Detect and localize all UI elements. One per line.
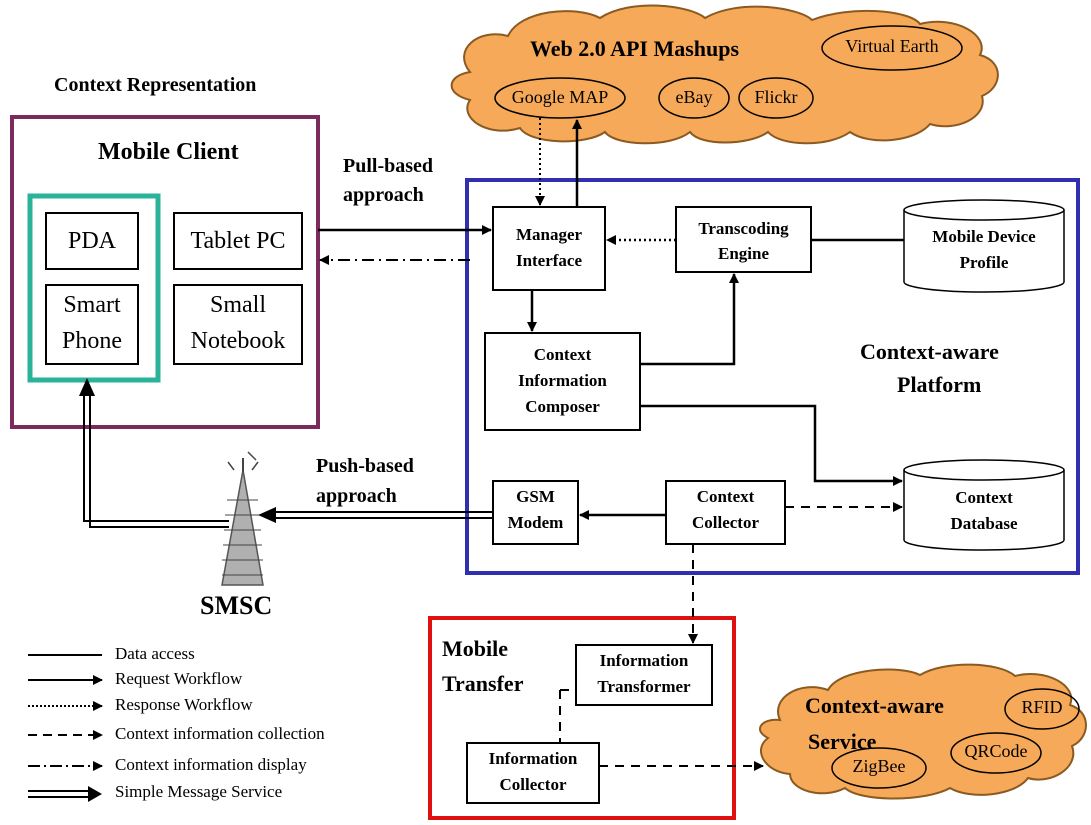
context-info-composer-box [484, 332, 641, 431]
legend-data-access: Data access [115, 644, 195, 663]
transcoding-engine-label-2: Engine [717, 244, 770, 263]
transcoding-engine-label-1: Transcoding [698, 219, 789, 238]
legend-context-display: Context information display [115, 755, 307, 774]
tablet-pc-box [173, 212, 303, 270]
mobile-device-profile-label-2: Profile [959, 253, 1009, 272]
mobile-transfer-frame [428, 616, 736, 820]
pull-based-label-2: approach [343, 184, 424, 206]
smsc-tower-icon [221, 451, 264, 586]
platform-title-2: Platform [897, 372, 982, 397]
mobile-client-title: Mobile Client [98, 139, 239, 165]
smsc-label: SMSC [200, 591, 273, 620]
virtual-earth-label: Virtual Earth [845, 36, 939, 56]
web-api-cloud [450, 4, 999, 145]
legend-lines [28, 654, 103, 802]
service-title-1: Context-aware [805, 693, 944, 718]
manager-interface-label-1: Manager [515, 225, 583, 244]
mobile-device-profile-db [903, 199, 1065, 293]
mobile-transfer-title-2: Transfer [442, 671, 524, 696]
flickr-ellipse [738, 77, 814, 119]
small-notebook-label-1: Small [209, 292, 266, 318]
legend-response-workflow: Response Workflow [115, 695, 253, 714]
ebay-label: eBay [675, 87, 713, 107]
legend-request-workflow: Request Workflow [115, 669, 243, 688]
google-map-ellipse [494, 77, 626, 119]
device-group-frame [27, 193, 161, 383]
mobile-device-profile-label-1: Mobile Device [932, 227, 1036, 246]
mobile-client-frame [10, 115, 320, 429]
smart-phone-label-1: Smart [63, 292, 121, 318]
small-notebook-box [173, 284, 303, 365]
context-database-label-2: Database [950, 514, 1018, 533]
pda-box [45, 212, 139, 270]
tablet-pc-label: Tablet PC [190, 228, 286, 254]
context-collector-label-2: Collector [691, 513, 760, 532]
manager-interface-box [492, 206, 606, 291]
smart-phone-box [45, 284, 139, 365]
small-notebook-label-2: Notebook [190, 328, 286, 354]
context-info-composer-label-3: Composer [525, 397, 600, 416]
context-info-composer-label-2: Information [518, 371, 607, 390]
qrcode-label: QRCode [964, 741, 1028, 761]
qrcode-ellipse [950, 732, 1042, 774]
legend-context-collection: Context information collection [115, 724, 325, 743]
zigbee-label: ZigBee [852, 756, 906, 776]
mobile-transfer-title-1: Mobile [442, 636, 508, 661]
zigbee-ellipse [831, 747, 927, 789]
virtual-earth-ellipse [821, 25, 963, 71]
ebay-ellipse [658, 77, 730, 119]
context-database-label-1: Context [955, 488, 1013, 507]
service-title-2: Service [808, 729, 877, 754]
pda-label: PDA [67, 228, 116, 254]
manager-interface-label-2: Interface [515, 251, 583, 270]
platform-title-1: Context-aware [860, 339, 999, 364]
context-info-composer-label-1: Context [533, 345, 592, 364]
push-based-label-2: approach [316, 485, 397, 507]
context-representation-label: Context Representation [54, 74, 257, 96]
rfid-label: RFID [1021, 697, 1063, 717]
gsm-modem-label-1: GSM [516, 487, 555, 506]
information-collector-label-2: Collector [499, 775, 567, 794]
push-based-label-1: Push-based [316, 455, 414, 477]
google-map-label: Google MAP [511, 87, 609, 107]
context-collector-label-1: Context [696, 487, 755, 506]
rfid-ellipse [1004, 688, 1080, 730]
legend-sms: Simple Message Service [115, 782, 283, 801]
smart-phone-label-2: Phone [62, 328, 122, 354]
context-database-db [903, 459, 1065, 551]
platform-frame [465, 178, 1080, 575]
service-cloud [759, 663, 1087, 800]
gsm-modem-label-2: Modem [507, 513, 564, 532]
web-api-title: Web 2.0 API Mashups [530, 36, 740, 61]
context-collector-box [665, 480, 786, 545]
pull-based-label-1: Pull-based [343, 155, 434, 177]
gsm-modem-box [492, 480, 579, 545]
information-transformer-label-2: Transformer [597, 677, 691, 696]
flickr-label: Flickr [754, 87, 798, 107]
information-collector-box [466, 742, 600, 804]
transcoding-engine-box [675, 206, 812, 273]
information-collector-label-1: Information [488, 749, 578, 768]
information-transformer-label-1: Information [599, 651, 689, 670]
information-transformer-box [575, 644, 713, 706]
